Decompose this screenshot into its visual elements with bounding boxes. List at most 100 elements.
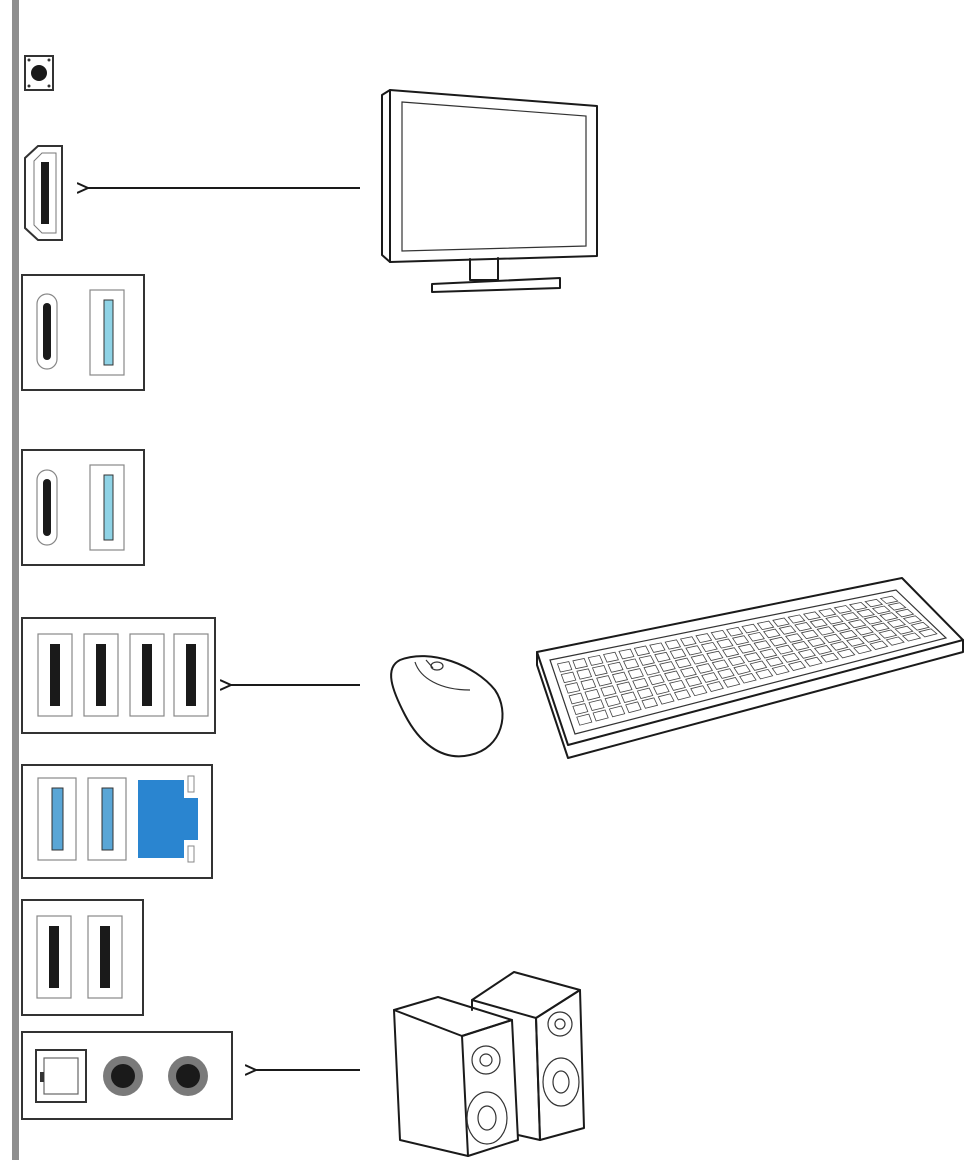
keyboard-key <box>759 648 778 659</box>
keyboard-key <box>596 675 613 687</box>
keyboard-key <box>685 645 703 656</box>
usb-c-and-usb-a-group-1[interactable] <box>21 274 145 391</box>
keyboard-key <box>804 656 823 667</box>
keyboard-key <box>787 660 807 671</box>
keyboard-key <box>587 654 604 666</box>
keyboard-key <box>840 612 860 622</box>
keyboard-key <box>869 640 889 650</box>
keyboard-key <box>797 648 817 659</box>
keyboard-key <box>576 713 593 726</box>
keyboard-key <box>823 633 842 644</box>
keyboard-key <box>716 638 734 649</box>
keyboard-key <box>588 699 605 711</box>
keyboard-key <box>664 670 681 682</box>
keyboard-key <box>784 633 804 643</box>
keyboard-key <box>791 641 810 651</box>
keyboard-key <box>802 611 821 621</box>
usb-c-icon <box>43 479 51 536</box>
keyboard-key <box>739 673 757 684</box>
keyboard-key <box>807 637 826 647</box>
speaker-icon <box>393 971 585 1157</box>
keyboard-key <box>652 683 670 695</box>
keyboard-key <box>638 655 655 666</box>
keyboard-key <box>741 623 759 634</box>
keyboard-key <box>887 602 907 611</box>
keyboard-key <box>886 618 907 628</box>
usb2-dual-group[interactable] <box>21 899 144 1016</box>
keyboard-key <box>673 689 691 701</box>
hdmi-port[interactable] <box>24 145 63 241</box>
keyboard-key <box>690 685 708 697</box>
keyboard-key <box>879 612 899 621</box>
keyboard-key <box>632 677 649 690</box>
keyboard-key <box>775 644 794 655</box>
keyboard-key <box>654 651 671 663</box>
mouse-icon <box>390 655 504 758</box>
usb-icon <box>100 926 110 988</box>
keyboard-key <box>833 605 853 614</box>
usb3-and-lan-group[interactable] <box>21 764 213 879</box>
keyboard-key <box>902 615 923 624</box>
keyboard-key <box>591 665 608 677</box>
keyboard-key <box>765 656 784 667</box>
keyboard-key <box>616 681 633 693</box>
clear-cmos-button[interactable] <box>24 55 54 91</box>
keyboard-key <box>710 629 728 640</box>
keyboard-key <box>603 651 619 663</box>
keyboard-key <box>648 674 665 686</box>
usb-a-port <box>103 299 114 366</box>
keyboard-icon <box>536 577 964 759</box>
keyboard-key <box>731 635 750 646</box>
keyboard-key <box>839 630 858 640</box>
keyboard-key <box>848 601 868 611</box>
keyboard-key <box>755 668 774 680</box>
usb-icon <box>186 644 196 706</box>
keyboard-key <box>772 617 790 627</box>
keyboard-key <box>809 618 828 628</box>
keyboard-key <box>657 693 675 705</box>
keyboard-key <box>641 697 659 709</box>
keyboard-key <box>747 631 765 642</box>
keyboard-key <box>564 682 581 694</box>
keyboard-key <box>726 626 744 637</box>
keyboard-key <box>813 645 833 655</box>
keyboard-key <box>695 663 714 674</box>
keyboard-key <box>787 614 806 624</box>
keyboard-key <box>870 622 890 632</box>
keyboard-key <box>633 645 651 657</box>
keyboard-key <box>659 661 676 672</box>
keyboard-key <box>863 615 883 625</box>
keyboard-key <box>816 626 835 636</box>
usb-icon <box>96 644 106 706</box>
keyboard-key <box>572 658 588 670</box>
keyboard-key <box>820 652 840 663</box>
keyboard-key <box>722 647 740 658</box>
usb-icon <box>142 644 152 706</box>
usb-c-and-usb-a-group-2[interactable] <box>21 449 145 566</box>
keyboard-key <box>604 695 621 707</box>
keyboard-key <box>781 652 800 663</box>
keyboard-key <box>643 664 660 676</box>
keyboard-key <box>636 687 654 699</box>
keyboard-key <box>674 657 692 669</box>
keyboard-key <box>722 677 741 688</box>
keyboard-key <box>878 629 898 639</box>
keyboard-key <box>584 688 601 701</box>
keyboard-key <box>679 636 697 647</box>
keyboard-key <box>592 709 609 722</box>
keyboard-key <box>568 692 585 705</box>
keyboard-key <box>620 691 638 703</box>
audio-optical-group[interactable] <box>21 1031 233 1120</box>
keyboard-key <box>800 629 819 640</box>
keyboard-key <box>706 650 724 661</box>
keyboard-key <box>618 648 635 660</box>
usb2-quad-group[interactable] <box>21 617 216 734</box>
button-icon <box>31 65 47 81</box>
keyboard-key <box>885 636 905 646</box>
keyboard-key <box>855 626 874 636</box>
keyboard-key <box>794 622 813 632</box>
keyboard-key <box>846 637 865 647</box>
keyboard-key <box>625 701 642 714</box>
keyboard-key <box>690 654 708 665</box>
keyboard-key <box>862 633 882 643</box>
